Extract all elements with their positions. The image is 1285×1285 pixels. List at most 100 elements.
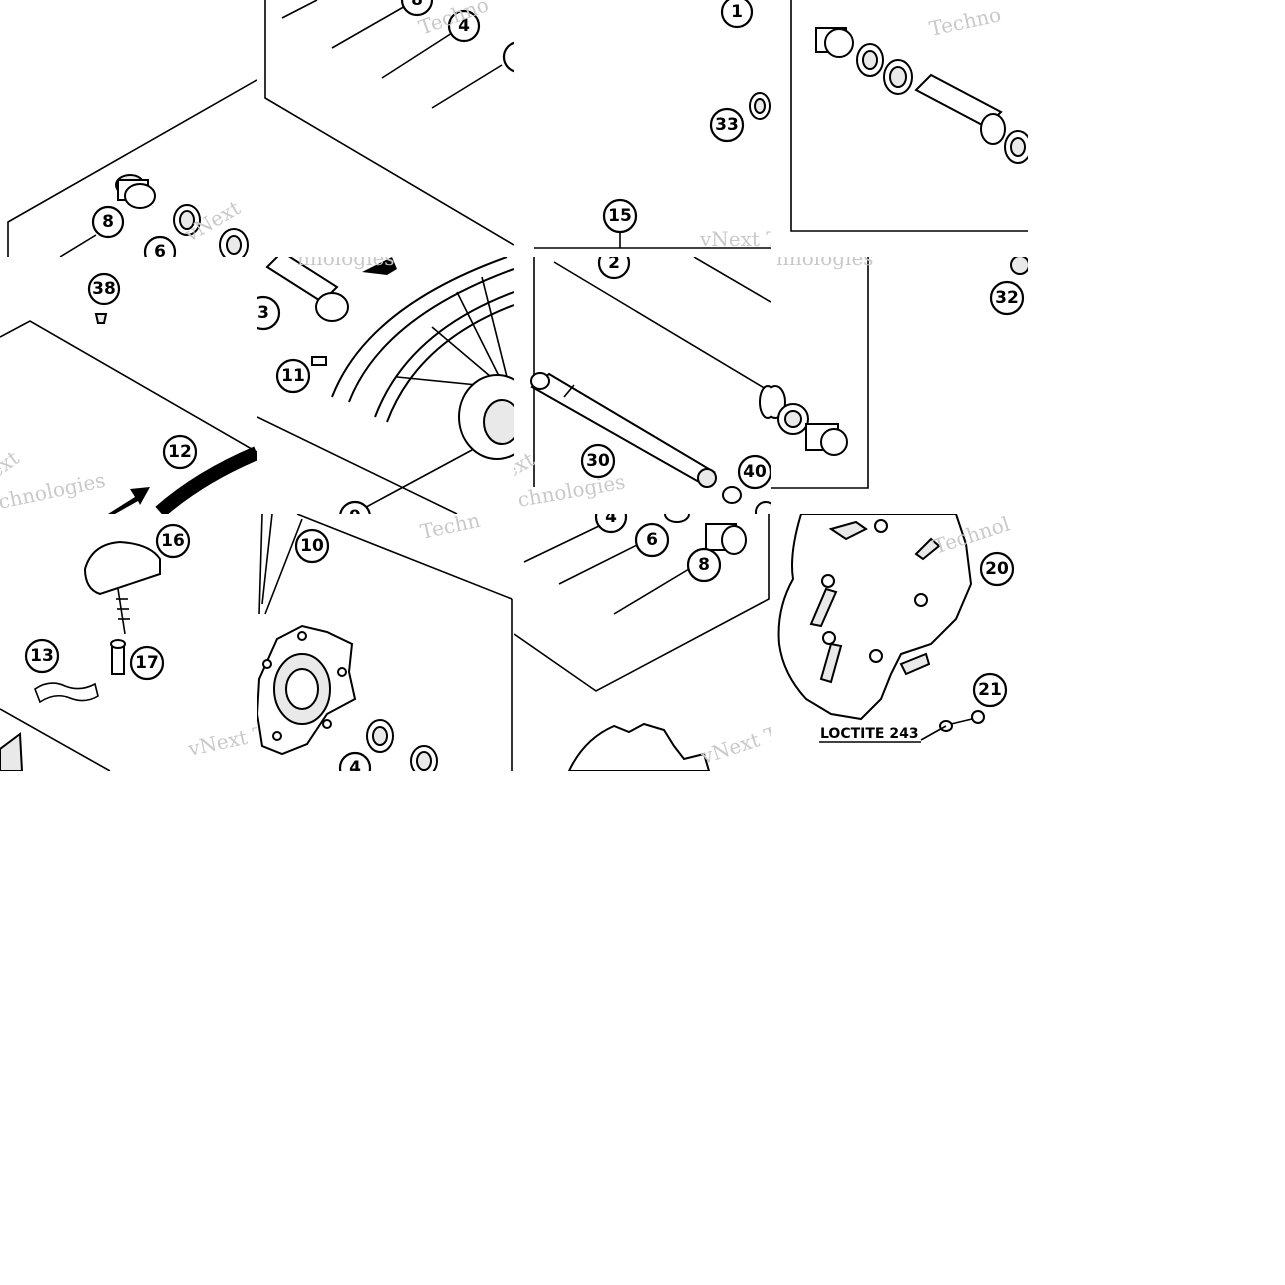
diagram-tile-r3c2: 10 4 Techn [257,514,514,771]
tile-r3c3-drawing: 4 6 8 vNext Tec [514,514,771,771]
spokes [396,276,508,388]
diagram-tile-r4-fragment [0,975,12,1035]
bearing-part [883,59,913,95]
diagram-tile-r3c1: 16 13 17 vNext Tec [0,514,257,771]
watermark: ext [0,446,23,484]
bearing-part [219,228,249,257]
callout-13: 13 [24,638,60,674]
callout-4: 4 [338,751,372,771]
brake-disc-part [567,722,711,771]
callout-label: 8 [102,212,114,232]
nut-part [722,486,742,504]
diagram-tile-r1c2: 8 4 3 Techno [257,0,514,257]
callout-15: 15 [602,198,638,234]
callout-17: 17 [129,645,165,681]
callout-label: 17 [135,653,159,673]
spokes [258,514,303,615]
callout-9: 9 [339,500,371,514]
frame-line [7,79,257,257]
callout-20: 20 [979,551,1015,587]
callout-label: 1 [731,2,743,22]
bearing-part [1004,130,1028,164]
watermark: vNext Tec [699,227,771,251]
callout-40: 40 [737,454,771,490]
callout-label: 21 [978,680,1002,700]
sleeve-part [265,257,349,322]
callout-label: 33 [715,115,739,135]
leader-line [523,525,600,563]
callout-label: 11 [281,366,305,386]
callout-30: 30 [580,443,616,479]
sleeve-part [914,73,1006,145]
direction-arrow-icon [362,257,397,275]
callout-label: 32 [995,288,1019,308]
frame-line [553,261,771,393]
callout-32: 32 [989,280,1025,316]
frame-line [0,320,257,453]
callout-label: 3 [513,47,514,67]
tile-r1c1-drawing: 8 6 vNext [7,79,257,257]
diagram-tile-r3c3: 4 6 8 vNext Tec [514,514,771,771]
tile-r2c4-drawing: 32 hnologies [771,257,1028,489]
nipple-part [110,639,126,675]
leader-line [381,32,453,79]
bearing-part [755,501,771,514]
hub-part [458,374,514,460]
callout-8: 8 [686,547,722,583]
callout-38: 38 [87,272,121,306]
frame-box [790,0,1028,232]
bearing-part [366,719,394,753]
bolt-part [311,356,327,366]
diagram-tile-r2c4: 32 hnologies [771,257,1028,514]
bearing-part [173,204,201,236]
callout-33: 33 [709,107,745,143]
frame-line [0,708,111,771]
leader-line [558,543,640,585]
watermark: ext [514,447,538,483]
callout-label: 3 [257,303,269,323]
watermark: Techno [927,2,1003,41]
callout-label: 16 [161,531,185,551]
watermark: chnologies [0,468,107,514]
tile-r2c3-drawing: 2 30 40 ext chnologies [514,257,771,514]
spacer-part [759,385,771,419]
seal-part [664,514,690,523]
callout-3: 3 [257,295,281,331]
callout-2: 2 [597,257,631,280]
frame-line [264,0,514,246]
nut-part [1010,257,1028,275]
tile-r3c4-drawing: LOCTITE 243 20 21 Technol [777,514,1015,743]
callout-6: 6 [634,522,670,558]
diagram-tile-r2c1: 38 12 ext chnologies [0,257,257,514]
leader-line [431,64,503,109]
callout-label: 4 [349,758,361,771]
watermark: hnologies [776,257,874,270]
tile-r1c2-drawing: 8 4 3 Techno [264,0,514,246]
leader-line [356,449,473,513]
frame-line [514,514,770,692]
diagram-tile-r2c3: 2 30 40 ext chnologies [514,257,771,514]
callout-1: 1 [720,0,754,29]
tile-r1c3-drawing: 1 33 15 vNext Tec [534,0,771,251]
screw-part [920,710,985,741]
spacer-part [115,174,156,209]
callout-label: 6 [154,242,166,257]
diagram-tile-r1c3: 1 33 15 vNext Tec [514,0,771,257]
callout-21: 21 [972,672,1008,708]
diagram-tile-r3c4: LOCTITE 243 20 21 Technol [771,514,1028,771]
diagram-tile-r2c2: 3 11 9 hnologies [257,257,514,514]
tile-r3c2-drawing: 10 4 Techn [257,514,513,771]
callout-label: 4 [458,16,470,36]
callout-3: 3 [502,41,514,73]
spacer-part [805,423,848,456]
loctite-note: LOCTITE 243 [820,726,919,742]
callout-label: 13 [30,646,54,666]
bearing-part [410,745,438,771]
leader-line [613,568,690,615]
frame-line [296,514,513,600]
callout-label: 10 [300,536,324,556]
callout-6: 6 [143,235,177,257]
tile-r2c1-drawing: 38 12 ext chnologies [0,272,257,514]
watermark: Techn [418,514,482,544]
